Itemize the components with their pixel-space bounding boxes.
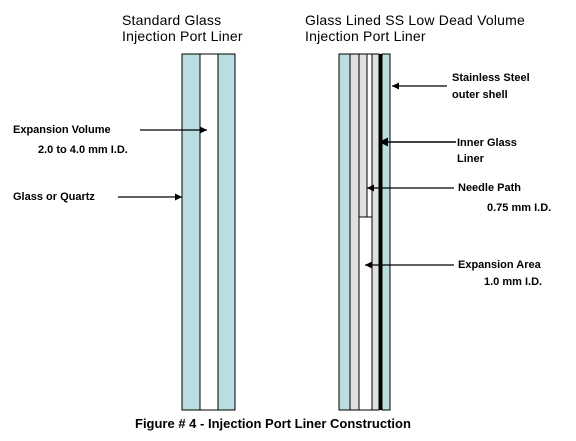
needle-path-label: Needle Path <box>458 182 521 194</box>
inner-glass-liner-label: Liner <box>457 153 484 165</box>
standard-glass-liner <box>181 53 236 411</box>
glass-lined-ss-liner <box>338 53 391 411</box>
expansion-volume-id-label: 2.0 to 4.0 mm I.D. <box>38 144 128 156</box>
expansion-volume-label: Expansion Volume <box>13 124 111 136</box>
right-liner-title: Glass Lined SS Low Dead Volume Injection… <box>305 12 525 44</box>
right-inner-glass-band <box>358 53 368 218</box>
right-shell-left <box>349 53 360 411</box>
right-outer-left <box>338 53 351 411</box>
expansion-area-channel <box>358 216 373 411</box>
right-title-line2: Injection Port Liner <box>305 28 426 44</box>
outer-shell-label: outer shell <box>452 89 508 101</box>
figure-caption: Figure # 4 - Injection Port Liner Constr… <box>135 416 411 431</box>
right-inner-right-band <box>371 53 380 411</box>
right-title-line1: Glass Lined SS Low Dead Volume <box>305 12 526 28</box>
expansion-area-label: Expansion Area <box>458 259 541 271</box>
stainless-steel-label: Stainless Steel <box>452 72 530 84</box>
needle-path-id-label: 0.75 mm I.D. <box>487 202 552 214</box>
expansion-area-id-label: 1.0 mm I.D. <box>484 276 543 288</box>
left-glass-wall-right <box>217 53 236 411</box>
left-title-line2: Injection Port Liner <box>122 28 243 44</box>
glass-or-quartz-label: Glass or Quartz <box>13 191 95 203</box>
left-liner-title: Standard Glass Injection Port Liner <box>122 12 243 44</box>
right-outer-right <box>381 53 391 411</box>
inner-glass-label: Inner Glass <box>457 137 517 149</box>
left-expansion-volume <box>199 53 219 411</box>
left-glass-wall-left <box>181 53 201 411</box>
inner-glass-liner-wall <box>379 54 382 410</box>
needle-path-channel <box>366 53 373 218</box>
left-title-line1: Standard Glass <box>122 12 222 28</box>
